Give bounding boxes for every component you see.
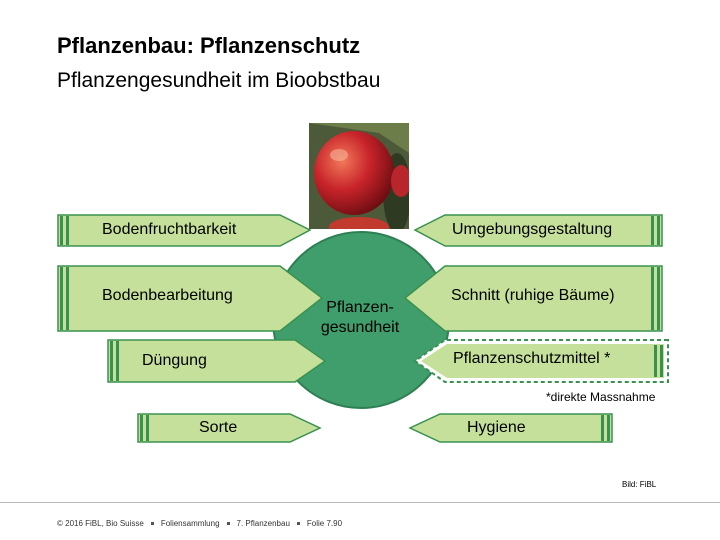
center-label: Pflanzen- gesundheit	[300, 298, 420, 338]
image-credit: Bild: FiBL	[622, 480, 657, 489]
apple-photo	[309, 123, 409, 229]
label-bodenfruchtbarkeit: Bodenfruchtbarkeit	[102, 221, 237, 238]
arrow-hygiene	[408, 413, 613, 443]
label-duengung: Düngung	[142, 352, 207, 369]
slide-title: Pflanzenbau: Pflanzenschutz	[57, 33, 361, 58]
footer-chapter: 7. Pflanzenbau	[236, 519, 290, 528]
arrow-pflanzenschutzmittel	[413, 339, 669, 383]
arrow-bodenbearbeitung	[57, 265, 324, 332]
label-umgebungsgestaltung: Umgebungsgestaltung	[452, 221, 613, 238]
arrow-schnitt	[403, 265, 663, 332]
arrow-bodenfruchtbarkeit	[57, 214, 312, 247]
footer-separator	[226, 522, 230, 526]
label-hygiene: Hygiene	[467, 419, 526, 436]
label-pflanzenschutzmittel: Pflanzenschutzmittel *	[453, 350, 611, 367]
label-sorte: Sorte	[199, 419, 238, 436]
footer-copyright: © 2016 FiBL, Bio Suisse	[57, 519, 144, 528]
footer: © 2016 FiBL, Bio Suisse Foliensammlung 7. …	[57, 519, 342, 528]
footer-collection: Foliensammlung	[160, 519, 220, 528]
footer-separator	[150, 522, 154, 526]
slide-subtitle: Pflanzengesundheit im Bioobstbau	[57, 69, 381, 92]
footer-separator	[296, 522, 300, 526]
footer-divider	[0, 502, 720, 503]
label-schnitt: Schnitt (ruhige Bäume)	[451, 287, 615, 304]
arrow-duengung	[107, 339, 327, 383]
center-label-line1: Pflanzen-	[326, 299, 394, 316]
footnote: *direkte Massnahme	[546, 390, 656, 404]
footer-slide-number: Folie 7.90	[306, 519, 343, 528]
arrow-sorte	[137, 413, 322, 443]
label-bodenbearbeitung: Bodenbearbeitung	[102, 287, 233, 304]
center-label-line2: gesundheit	[320, 319, 400, 336]
arrow-umgebungsgestaltung	[413, 214, 663, 247]
